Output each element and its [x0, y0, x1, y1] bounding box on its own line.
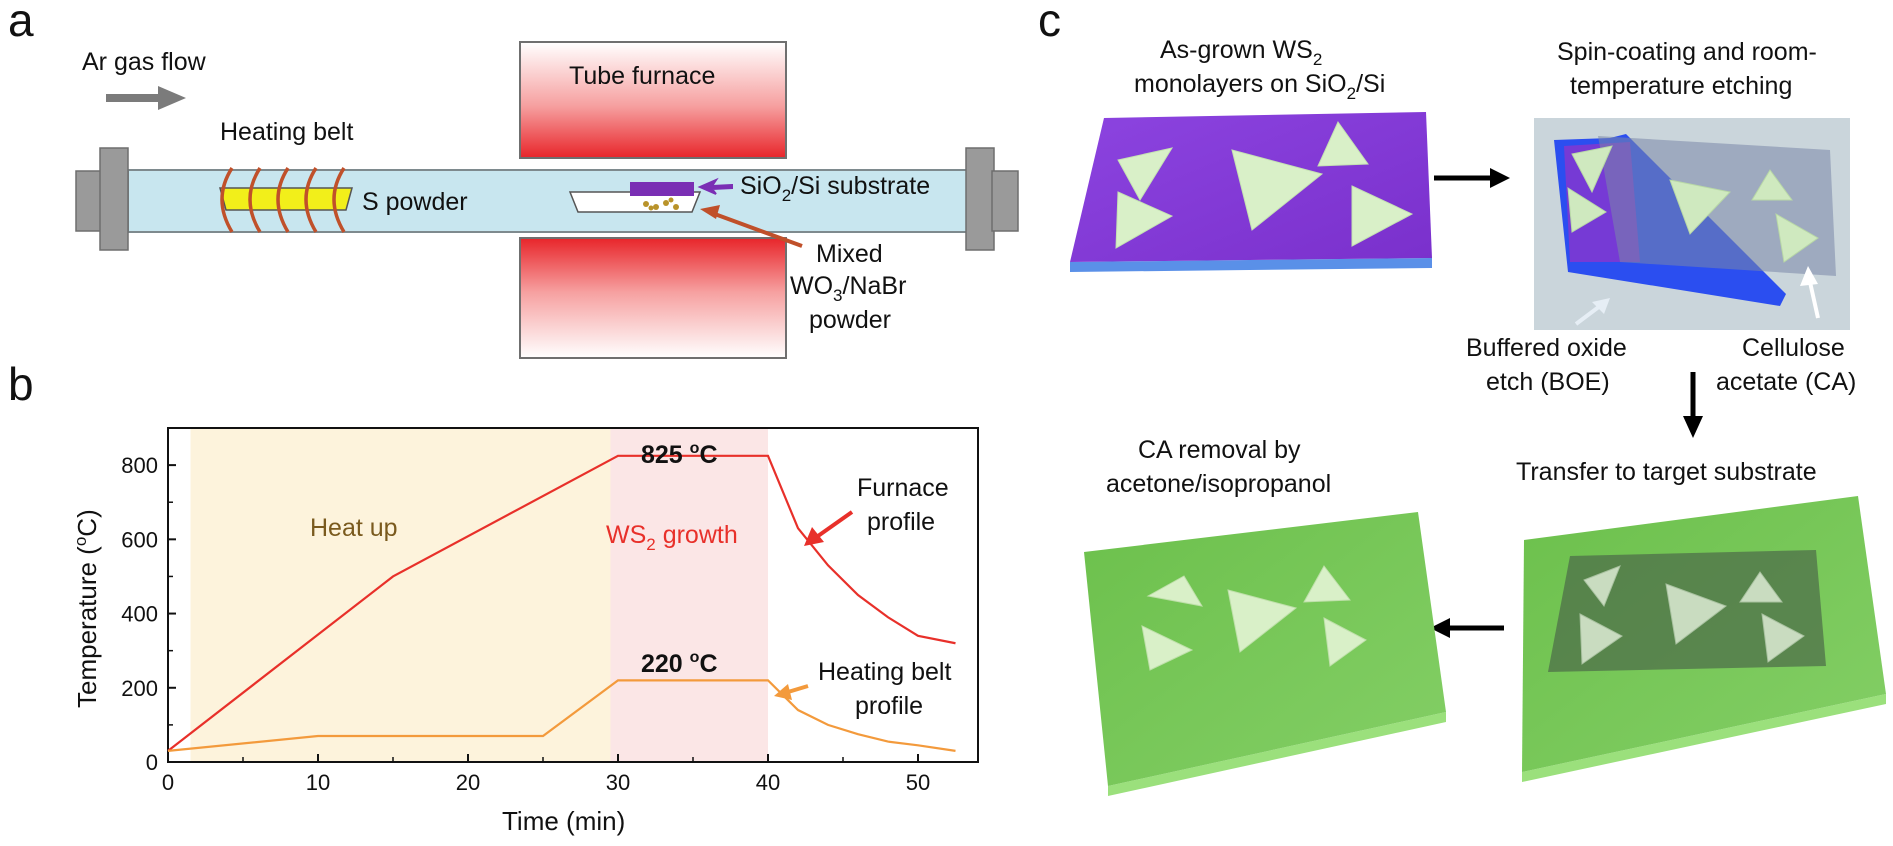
x-tick-label: 20 — [456, 770, 480, 795]
step3-label: Transfer to target substrate — [1516, 458, 1817, 486]
ar-flow-label: Ar gas flow — [82, 48, 207, 76]
arrow-step2-to-step3-head — [1683, 416, 1703, 438]
step1-label-line1: As-grown WS2 — [1160, 36, 1322, 69]
furnace-top-block — [519, 41, 787, 159]
ca-pointer-head — [1800, 266, 1818, 286]
belt-profile-label-2: profile — [855, 692, 923, 720]
boe-pointer-icon — [1574, 304, 1602, 326]
step2-label-line2: temperature etching — [1570, 72, 1792, 100]
chart-series — [167, 454, 956, 752]
tube-furnace-label: Tube furnace — [569, 62, 715, 90]
left-flange — [99, 147, 129, 251]
annotation-220: 220 oC — [641, 649, 718, 678]
belt-arrow-head — [774, 684, 792, 700]
y-tick-label: 200 — [121, 676, 158, 701]
panel-letter-c: c — [1038, 0, 1061, 46]
belt-arrow-icon — [787, 684, 809, 694]
mixed-label-1: Mixed — [816, 240, 883, 268]
plot-frame — [167, 427, 979, 763]
x-tick-label: 10 — [306, 770, 330, 795]
ca-pointer-icon — [1808, 281, 1820, 319]
step4-label-line2: acetone/isopropanol — [1106, 470, 1331, 498]
ca-label-2: acetate (CA) — [1716, 368, 1856, 396]
boe-pointer-head — [1592, 298, 1610, 314]
panel-c-process: As-grown WS2 monolayers on SiO2/Si Spin-… — [1070, 36, 1886, 796]
substrate-arrow-icon — [697, 177, 733, 195]
s-powder-label: S powder — [362, 188, 468, 216]
mixed-label-3: powder — [809, 306, 891, 334]
x-axis-label: Time (min) — [502, 806, 625, 836]
ar-flow-arrow-icon — [106, 86, 186, 110]
annotation-825: 825 oC — [641, 440, 718, 469]
y-tick-label: 600 — [121, 527, 158, 552]
arrow-step3-to-step4-head — [1430, 618, 1450, 638]
green-substrate-3-side — [1522, 694, 1886, 782]
furnace-arrow-icon — [816, 510, 854, 538]
x-tick-label: 40 — [756, 770, 780, 795]
sio2-substrate-chip — [630, 182, 694, 196]
panel-a-setup: Ar gas flow Heating belt Tube furnace S … — [75, 41, 1019, 359]
x-tick-label: 30 — [606, 770, 630, 795]
y-axis-label: Temperature (oC) — [71, 509, 102, 708]
furnace-arrow-head — [804, 527, 824, 546]
furnace-profile-label-2: profile — [867, 508, 935, 536]
furnace-profile-label-1: Furnace — [857, 474, 949, 502]
arrow-step1-to-step2-head — [1490, 168, 1510, 188]
furnace-profile-line — [167, 454, 956, 752]
heating-coil-icon — [220, 167, 346, 233]
boe-label-1: Buffered oxide — [1466, 334, 1627, 362]
region-label-growth: WS2 growth — [606, 521, 738, 554]
precursor-powder-dots — [643, 197, 679, 211]
right-flange-outer — [991, 170, 1019, 232]
ws2-flakes-step4 — [1141, 565, 1367, 671]
step1-label-line2: monolayers on SiO2/Si — [1134, 70, 1385, 103]
step4-label-line1: CA removal by — [1138, 436, 1301, 464]
violet-substrate-side — [1070, 258, 1432, 272]
panel-b-chart: 0 10 20 30 40 50 0 200 400 600 800 Heat up WS2 gro… — [71, 427, 979, 836]
boe-label-2: etch (BOE) — [1486, 368, 1610, 396]
belt-profile-label-1: Heating belt — [818, 658, 951, 686]
green-substrate-4-side — [1108, 712, 1446, 796]
green-substrate-4 — [1084, 512, 1446, 786]
right-flange — [965, 147, 995, 251]
left-flange-outer — [75, 170, 103, 232]
step2-label-line1: Spin-coating and room- — [1557, 38, 1817, 66]
y-tick-label: 800 — [121, 453, 158, 478]
chart-regions — [190, 428, 768, 762]
chart-region-1 — [610, 428, 768, 762]
mixed-label-2: WO3/NaBr — [790, 272, 906, 305]
heating-belt-label: Heating belt — [220, 118, 353, 146]
furnace-bottom-block — [519, 237, 787, 359]
panel-letter-a: a — [8, 0, 34, 46]
powder-arrow-icon — [700, 205, 720, 219]
ws2-flakes-step1 — [1115, 121, 1414, 249]
chart-axes — [167, 427, 979, 763]
ws2-flakes-step2 — [1567, 145, 1819, 263]
chart-region-0 — [190, 428, 611, 762]
x-tick-label: 0 — [162, 770, 174, 795]
region-label-heat-up: Heat up — [310, 514, 398, 542]
powder-arrow-line — [711, 211, 803, 248]
ws2-flakes-step3 — [1579, 565, 1805, 665]
ca-label-1: Cellulose — [1742, 334, 1845, 362]
s-powder-boat — [219, 187, 353, 211]
heating-belt-profile-line — [167, 679, 956, 752]
substrate-label: SiO2/Si substrate — [740, 172, 930, 205]
x-tick-label: 50 — [906, 770, 930, 795]
y-tick-label: 0 — [146, 750, 158, 775]
chart-tick-labels: 0 10 20 30 40 50 0 200 400 600 800 — [121, 453, 930, 795]
y-tick-label: 400 — [121, 602, 158, 627]
panel-letter-b: b — [8, 358, 34, 410]
